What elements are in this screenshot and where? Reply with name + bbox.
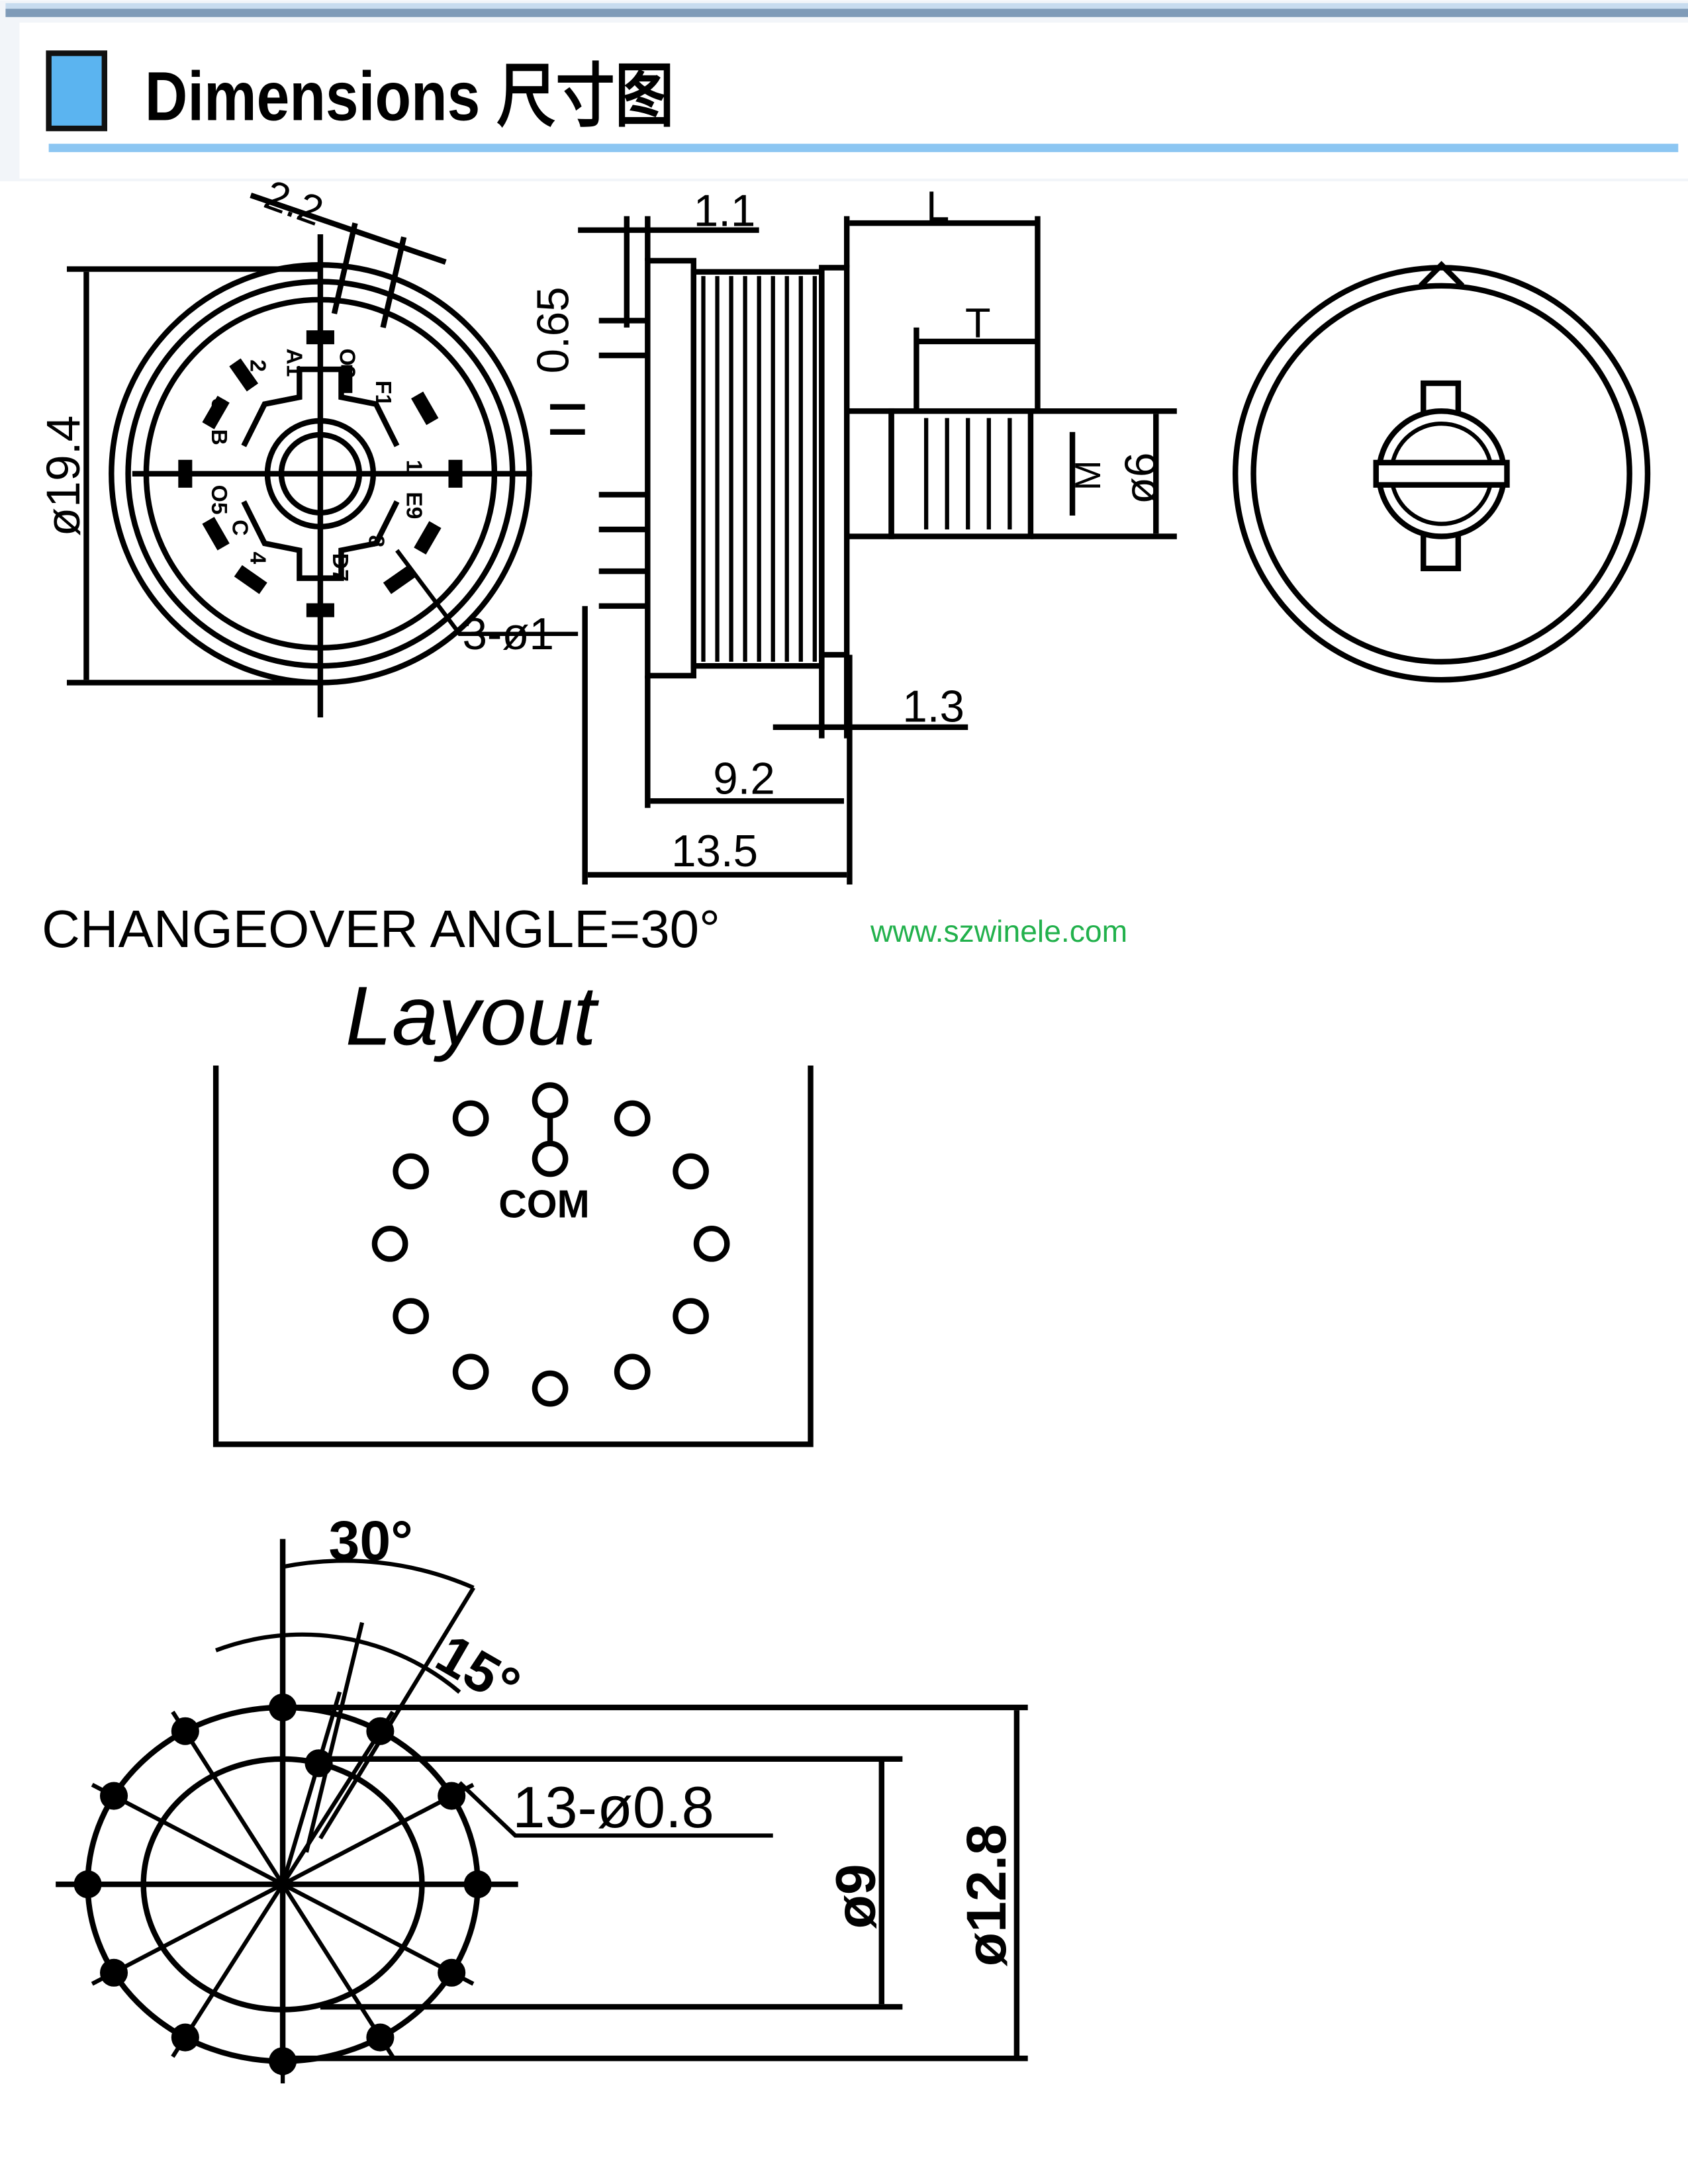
layout-title: Layout bbox=[346, 969, 600, 1062]
hole-marker bbox=[438, 1958, 466, 1987]
com-label: COM bbox=[498, 1183, 589, 1226]
changeover-note: CHANGEOVER ANGLE=30° bbox=[42, 899, 720, 958]
dim-L: L bbox=[926, 183, 949, 230]
pcb-layout: COM bbox=[212, 1066, 814, 1447]
side-view: 1.1 L T 0.65 ø6 M 1.3 9.2 13.5 bbox=[528, 183, 1177, 885]
section-square-icon bbox=[46, 50, 108, 132]
dim-13-5: 13.5 bbox=[671, 827, 758, 876]
dim-pin-1-1: 1.1 bbox=[694, 186, 756, 236]
terminal-label: 8 bbox=[364, 535, 389, 547]
holes-13-d0-8: 13-ø0.8 bbox=[512, 1774, 714, 1840]
hole-marker bbox=[171, 1717, 199, 1745]
header: Dimensions 尺寸图 bbox=[0, 0, 1688, 182]
hole-marker bbox=[366, 2023, 395, 2052]
hole-marker bbox=[269, 2047, 297, 2075]
hole-marker bbox=[99, 1782, 128, 1810]
dim-1-3: 1.3 bbox=[902, 682, 964, 731]
hole-marker bbox=[269, 1693, 297, 1721]
dim-flat-M: M bbox=[1067, 461, 1108, 491]
terminal-label: F1 bbox=[371, 381, 395, 406]
terminal-label: O2 bbox=[334, 348, 359, 378]
hole-marker bbox=[366, 1717, 395, 1745]
dim-shaft-d6: ø6 bbox=[1116, 453, 1166, 505]
hole-marker bbox=[73, 1870, 102, 1899]
terminal-label: D7 bbox=[328, 553, 352, 582]
dim-diameter-19-4: ø19.4 bbox=[37, 416, 90, 537]
hole-marker bbox=[438, 1782, 466, 1810]
dim-holes-3-d1: 3-ø1 bbox=[463, 610, 554, 659]
angle-30: 30° bbox=[329, 1510, 413, 1572]
hole-marker bbox=[171, 2023, 199, 2052]
dim-0-65: 0.65 bbox=[528, 287, 578, 373]
hole-pattern-view: 30° 15° 13-ø0.8 ø9 ø12.8 bbox=[56, 1510, 1028, 2084]
dim-9-2: 9.2 bbox=[713, 754, 775, 804]
hole-marker bbox=[99, 1958, 128, 1987]
terminal-label: A1 bbox=[281, 348, 306, 377]
front-view: ø19.4 2.2 3-ø1 A1 2 O2 F1 1 3 B O5 C 4 E… bbox=[37, 171, 579, 718]
dim-T: T bbox=[965, 300, 991, 347]
terminal-label: E9 bbox=[401, 492, 426, 519]
hole-marker bbox=[463, 1870, 492, 1899]
terminal-label: 4 bbox=[246, 552, 270, 565]
knob-front-view bbox=[1233, 261, 1651, 683]
terminal-label: 1 bbox=[401, 460, 426, 473]
terminal-label: O5 bbox=[207, 485, 231, 515]
terminal-label: 3 bbox=[207, 398, 231, 411]
terminal-label: 2 bbox=[246, 359, 270, 372]
dim-d9: ø9 bbox=[824, 1864, 886, 1929]
watermark: www.szwinele.com bbox=[870, 914, 1127, 948]
page-title: Dimensions 尺寸图 bbox=[145, 58, 675, 135]
terminal-label: C bbox=[227, 520, 252, 535]
spoke-line bbox=[281, 1691, 342, 1886]
dim-d12-8: ø12.8 bbox=[955, 1824, 1017, 1966]
terminal-label: B bbox=[207, 430, 231, 445]
